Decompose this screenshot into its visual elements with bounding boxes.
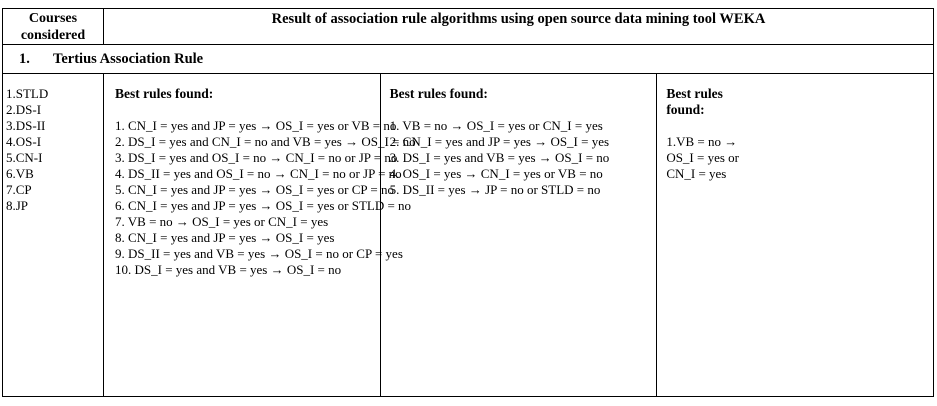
rule-item: 1.VB = no → OS_I = yes or CN_I = yes (666, 134, 933, 182)
rule-line: 1.VB = no → (666, 134, 738, 149)
courses-list: 1.STLD 2.DS-I 3.DS-II 4.OS-I 5.CN-I 6.VB… (2, 73, 104, 397)
results-header: Result of association rule algorithms us… (103, 8, 934, 45)
rule-item: 2. CN_I = yes and JP = yes → OS_I = yes (389, 134, 610, 149)
rule-item: 9. DS_II = yes and VB = yes → OS_I = no … (115, 246, 403, 261)
course-item: 7.CP (6, 182, 32, 197)
course-item: 8.JP (6, 198, 29, 213)
rule-line: OS_I = yes or (666, 150, 739, 165)
rule-item: 10. DS_I = yes and VB = yes → OS_I = no (115, 262, 342, 277)
rule-item: 5. DS_II = yes → JP = no or STLD = no (389, 182, 601, 197)
rule-item: 3. DS_I = yes and OS_I = no → CN_I = no … (115, 150, 398, 165)
section-number: 1. (19, 50, 30, 67)
course-item: 4.OS-I (6, 134, 42, 149)
course-item: 3.DS-II (6, 118, 46, 133)
rules-heading: Best rules found: (389, 86, 488, 101)
rules-heading: Best rules found: (666, 86, 933, 118)
courses-header: Courses considered (2, 8, 104, 45)
rule-item: 3. DS_I = yes and VB = yes → OS_I = no (389, 150, 610, 165)
section-title-cell: 1. Tertius Association Rule (2, 44, 934, 74)
course-item: 6.VB (6, 166, 34, 181)
results-table: Courses considered Result of association… (2, 8, 934, 397)
course-item: 2.DS-I (6, 102, 42, 117)
rule-item: 7. VB = no → OS_I = yes or CN_I = yes (115, 214, 329, 229)
rule-line: CN_I = yes (666, 166, 727, 181)
rules-heading: Best rules found: (115, 86, 214, 101)
rule-item: 8. CN_I = yes and JP = yes → OS_I = yes (115, 230, 335, 245)
rule-item: 6. CN_I = yes and JP = yes → OS_I = yes … (115, 198, 412, 213)
rule-item: 4. DS_II = yes and OS_I = no → CN_I = no… (115, 166, 402, 181)
rules-column-3: Best rules found: 1.VB = no → OS_I = yes… (656, 73, 934, 397)
rule-item: 4. OS_I = yes → CN_I = yes or VB = no (389, 166, 603, 181)
section-row: 1. Tertius Association Rule (2, 44, 934, 74)
header-row: Courses considered Result of association… (2, 8, 934, 45)
rules-column-1: Best rules found: 1. CN_I = yes and JP =… (103, 73, 416, 397)
rule-item: 1. VB = no → OS_I = yes or CN_I = yes (389, 118, 603, 133)
rules-heading-line1: Best rules (666, 86, 723, 101)
course-item: 1.STLD (6, 86, 49, 101)
section-title: Tertius Association Rule (53, 50, 204, 67)
rule-item: 2. DS_I = yes and CN_I = no and VB = yes… (115, 134, 416, 149)
content-row: 1.STLD 2.DS-I 3.DS-II 4.OS-I 5.CN-I 6.VB… (2, 73, 934, 397)
rule-item: 1. CN_I = yes and JP = yes → OS_I = yes … (115, 118, 397, 133)
courses-header-line1: Courses (28, 11, 78, 26)
rules-heading-line2: found: (666, 102, 705, 117)
courses-header-line2: considered (20, 28, 86, 43)
rule-item: 5. CN_I = yes and JP = yes → OS_I = yes … (115, 182, 394, 197)
course-item: 5.CN-I (6, 150, 43, 165)
rules-column-2: Best rules found: 1. VB = no → OS_I = ye… (379, 73, 658, 397)
